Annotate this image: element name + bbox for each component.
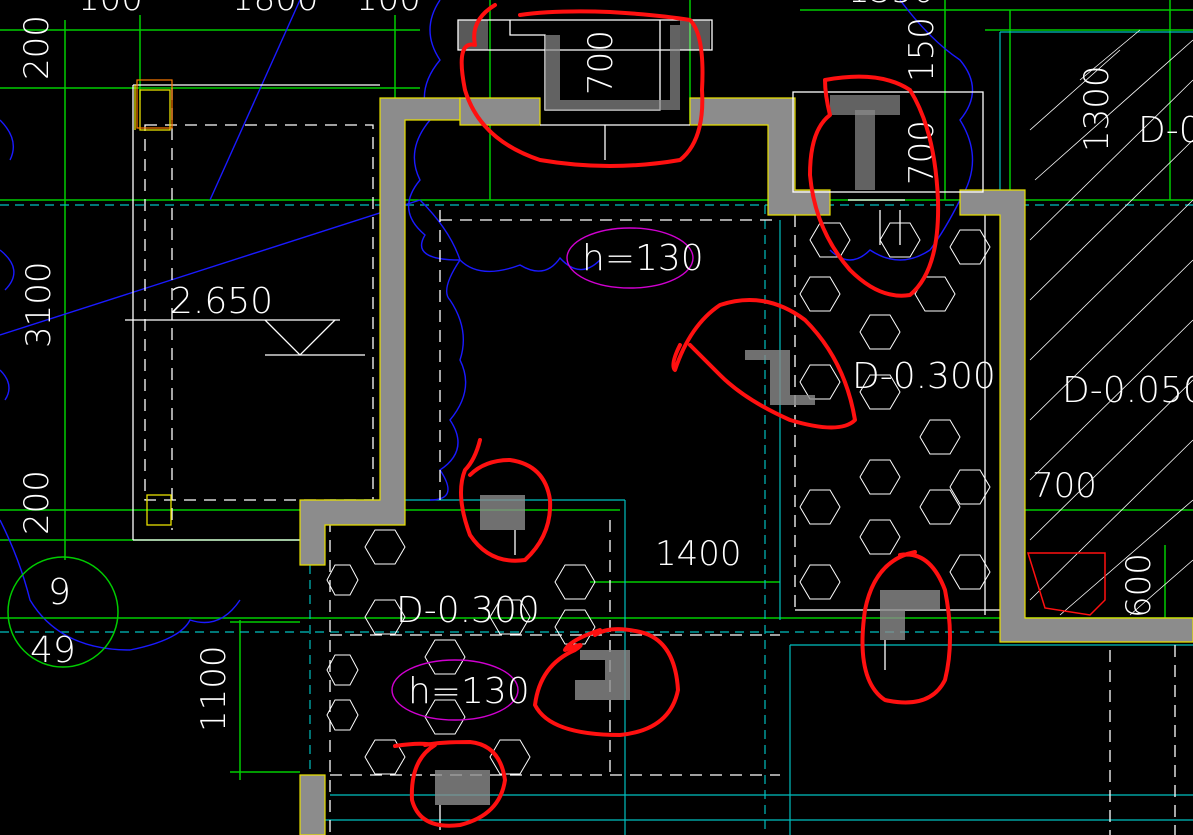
axis-bubble-bottom: 49 bbox=[30, 630, 76, 671]
dim-right-box-150: 150 bbox=[902, 17, 942, 82]
red-circle-bottom-right bbox=[860, 550, 952, 705]
red-circle-bottom-left bbox=[393, 740, 507, 828]
dim-top-middle: 1800 bbox=[232, 0, 319, 19]
h-tag-bottom: h=130 bbox=[408, 671, 530, 712]
dim-left-middle: 3100 bbox=[19, 261, 59, 348]
column-marker bbox=[136, 79, 173, 129]
h-tag-top: h=130 bbox=[582, 238, 704, 279]
room-outline bbox=[132, 84, 1176, 835]
d-label-bottom: D-0.300 bbox=[396, 590, 540, 631]
dimension-texts: 100 1800 100 1350 200 3100 200 1100 1400… bbox=[17, 0, 1159, 732]
dim-right-600: 600 bbox=[1119, 553, 1159, 618]
elevation-symbol bbox=[125, 319, 365, 356]
red-marker-polygon bbox=[1026, 552, 1106, 616]
axis-bubble[interactable]: 9 49 bbox=[7, 556, 119, 671]
dim-top-right: 100 bbox=[356, 0, 421, 19]
d-label-far-right: D-0.050 bbox=[1062, 370, 1193, 411]
h-tag-bottom-ellipse bbox=[391, 659, 519, 721]
labels: 2.650 h=130 h=130 D-0.300 D-0.300 D-0.05… bbox=[170, 110, 1193, 712]
dim-top-box: 700 bbox=[581, 30, 621, 95]
d-label-top-right: D-0 bbox=[1138, 110, 1193, 151]
red-circle-bottom-center bbox=[533, 627, 680, 737]
right-structural-box bbox=[792, 91, 984, 245]
red-annotations bbox=[393, 3, 952, 828]
red-circle-right-box bbox=[808, 74, 941, 298]
red-circle-center bbox=[671, 298, 857, 430]
dim-top-far-right: 1350 bbox=[848, 0, 935, 11]
dim-1400: 1400 bbox=[655, 534, 742, 574]
axis-bubble-top: 9 bbox=[48, 572, 71, 613]
dim-left-bottom: 200 bbox=[17, 470, 57, 535]
dim-right-700: 700 bbox=[1032, 466, 1097, 506]
hatched-area bbox=[1029, 29, 1193, 616]
d-label-right: D-0.300 bbox=[852, 356, 996, 397]
dim-bottom-left: 1100 bbox=[194, 645, 234, 732]
h-tag-top-ellipse bbox=[566, 227, 694, 289]
red-circle-left-mid bbox=[459, 438, 553, 563]
red-circle-top bbox=[459, 3, 705, 168]
dim-right-1300: 1300 bbox=[1077, 65, 1117, 152]
walls bbox=[134, 85, 1193, 835]
dim-left-top: 200 bbox=[17, 15, 57, 80]
hex-paving-right bbox=[799, 222, 991, 600]
step-symbols bbox=[435, 350, 940, 830]
elevation-label: 2.650 bbox=[170, 281, 273, 322]
dim-top-left: 100 bbox=[78, 0, 143, 19]
hex-paving-bottom bbox=[326, 529, 596, 775]
